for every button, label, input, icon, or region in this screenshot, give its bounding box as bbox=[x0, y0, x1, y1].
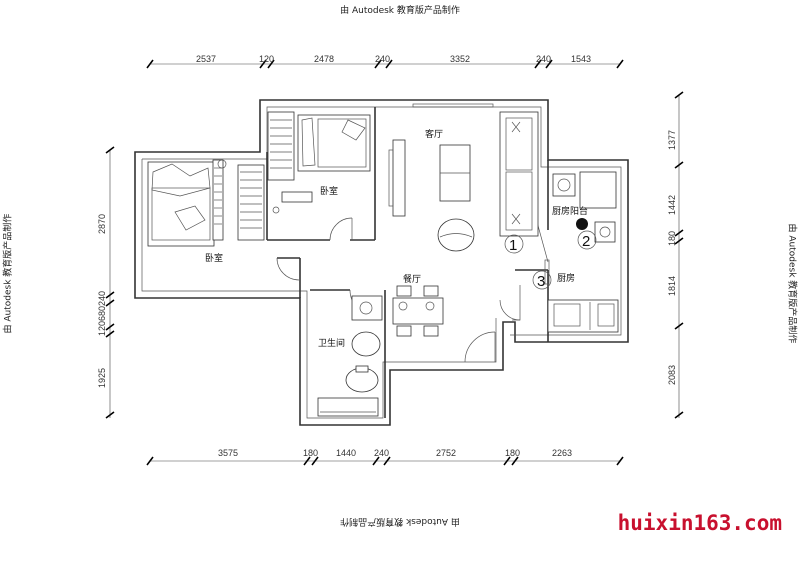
bedroom-left-furniture: 卧室 bbox=[147, 159, 265, 264]
watermark-right: 由 Autodesk 教育版产品制作 bbox=[786, 223, 797, 344]
walls bbox=[134, 99, 629, 426]
washing-machine bbox=[552, 173, 576, 197]
marker-2: 2 bbox=[582, 233, 590, 250]
dim-bottom-2: 180 bbox=[303, 448, 318, 458]
wardrobe-left bbox=[237, 164, 265, 241]
right-dimension-line: 1377 1442 180 1814 2083 bbox=[667, 91, 684, 419]
dim-top-3: 2478 bbox=[314, 54, 334, 64]
dining-furniture: 餐厅 bbox=[392, 273, 444, 337]
room-label-bedroom-left: 卧室 bbox=[205, 252, 223, 264]
dim-right-3: 180 bbox=[667, 231, 677, 246]
dim-top-2: 120 bbox=[259, 54, 274, 64]
view-markers: 1 2 3 bbox=[504, 230, 597, 290]
bedroom-right-furniture: 卧室 bbox=[267, 111, 371, 214]
dim-right-1: 1377 bbox=[667, 130, 677, 150]
room-label-living-room: 客厅 bbox=[425, 128, 443, 140]
dim-top-6: 240 bbox=[536, 54, 551, 64]
living-room-furniture: 客厅 bbox=[388, 111, 539, 252]
dim-top-7: 1543 bbox=[571, 54, 591, 64]
bathroom-vanity bbox=[351, 295, 383, 321]
site-watermark: huixin163.com bbox=[617, 511, 782, 535]
round-table bbox=[437, 218, 475, 252]
bed-right bbox=[297, 114, 371, 172]
dim-right-2: 1442 bbox=[667, 195, 677, 215]
kitchen-furniture: 厨房 bbox=[512, 272, 619, 333]
dim-left-3: 1925 bbox=[97, 368, 107, 388]
dining-table bbox=[392, 297, 444, 325]
tv-cabinet bbox=[392, 139, 406, 217]
kitchen-counter bbox=[547, 299, 619, 333]
marker-3: 3 bbox=[537, 273, 545, 290]
room-label-dining-room: 餐厅 bbox=[403, 273, 421, 285]
dim-left-2: 120680240 bbox=[97, 291, 107, 336]
room-label-bedroom-right: 卧室 bbox=[320, 185, 338, 197]
bathroom-furniture: 卫生间 bbox=[317, 295, 383, 417]
bottom-dimension-line: 3575 180 1440 240 2752 180 2263 bbox=[146, 448, 624, 466]
bed-left bbox=[147, 161, 215, 247]
room-label-bathroom: 卫生间 bbox=[318, 337, 345, 349]
top-dimension-line: 2537 120 2478 240 3352 240 1543 bbox=[146, 54, 624, 69]
dim-bottom-4: 240 bbox=[374, 448, 389, 458]
watermark-top: 由 Autodesk 教育版产品制作 bbox=[340, 6, 460, 16]
dim-bottom-1: 3575 bbox=[218, 448, 238, 458]
room-label-kitchen-balcony: 厨房阳台 bbox=[552, 205, 588, 217]
dim-right-4: 1814 bbox=[667, 276, 677, 296]
dim-bottom-5: 2752 bbox=[436, 448, 456, 458]
balcony-sink bbox=[594, 221, 616, 243]
dim-bottom-7: 2263 bbox=[552, 448, 572, 458]
dim-bottom-6: 180 bbox=[505, 448, 520, 458]
dim-right-5: 2083 bbox=[667, 365, 677, 385]
dim-left-1: 2870 bbox=[97, 214, 107, 234]
left-dimension-line: 2870 120680240 1925 bbox=[97, 146, 115, 419]
kitchen-balcony-furniture: 厨房阳台 bbox=[552, 171, 617, 243]
marker-1: 1 bbox=[509, 237, 517, 254]
shower-round bbox=[351, 331, 381, 357]
dim-top-1: 2537 bbox=[196, 54, 216, 64]
dim-top-5: 3352 bbox=[450, 54, 470, 64]
watermark-left: 由 Autodesk 教育版产品制作 bbox=[3, 213, 14, 334]
dim-bottom-3: 1440 bbox=[336, 448, 356, 458]
dim-top-4: 240 bbox=[375, 54, 390, 64]
room-label-kitchen: 厨房 bbox=[557, 272, 575, 284]
wardrobe-right bbox=[267, 111, 295, 181]
shower-tray bbox=[317, 397, 379, 417]
plant bbox=[576, 218, 588, 230]
